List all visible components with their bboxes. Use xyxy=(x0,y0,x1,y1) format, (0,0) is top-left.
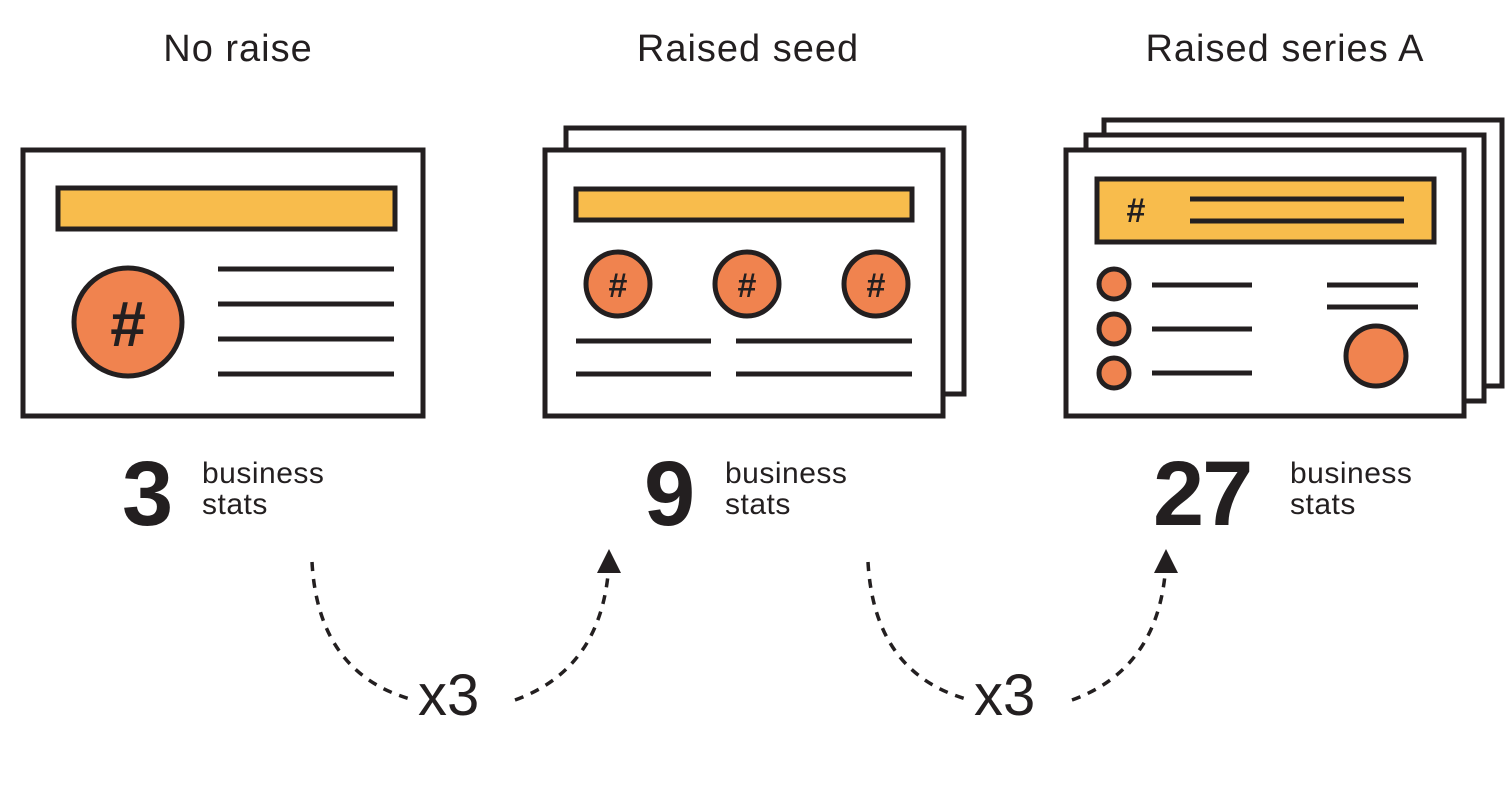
stat-unit-line1: business xyxy=(202,457,325,490)
stat-count-no-raise: 3 xyxy=(122,443,173,545)
stage-title-series-a: Raised series A xyxy=(1145,28,1425,70)
stat-circle-icon xyxy=(1343,323,1409,389)
svg-text:#: # xyxy=(867,267,886,305)
stat-unit-seed: business stats xyxy=(725,458,847,520)
stat-count-seed: 9 xyxy=(644,443,695,545)
stat-unit-line1: business xyxy=(725,457,848,490)
svg-text:#: # xyxy=(738,267,757,305)
svg-text:#: # xyxy=(609,267,628,305)
dashboard-card-series-a: # xyxy=(1063,117,1505,419)
header-bar-icon xyxy=(55,185,398,232)
text-lines-icon xyxy=(218,266,394,377)
multiplier-label-2: x3 xyxy=(974,663,1036,728)
arrowhead-icon xyxy=(1154,549,1178,573)
header-bar-icon xyxy=(573,186,915,223)
stat-unit-line1: business xyxy=(1290,457,1413,490)
multiplier-label-1: x3 xyxy=(418,663,480,728)
stat-unit-line2: stats xyxy=(1290,488,1356,521)
stat-count-series-a: 27 xyxy=(1153,443,1253,545)
arrowhead-icon xyxy=(597,549,621,573)
hash-icon: # xyxy=(110,288,146,360)
bullet-list-icon xyxy=(1096,266,1252,391)
growth-arrow-1 xyxy=(310,549,621,702)
dashboard-card-no-raise: # xyxy=(20,147,426,419)
stage-title-seed: Raised seed xyxy=(636,28,860,70)
header-bar-icon xyxy=(1094,176,1437,245)
hash-icon: # xyxy=(1127,192,1146,230)
stat-circles-icon: # # # xyxy=(583,249,911,319)
dashboard-card-seed: # # # xyxy=(542,125,967,419)
stat-circle-icon xyxy=(71,265,185,379)
stat-unit-line2: stats xyxy=(202,488,268,521)
stage-title-no-raise: No raise xyxy=(163,28,313,70)
growth-arrow-2 xyxy=(866,549,1178,702)
stat-unit-line2: stats xyxy=(725,488,791,521)
text-lines-icon xyxy=(1327,282,1418,310)
text-lines-icon xyxy=(576,338,912,377)
stat-unit-series-a: business stats xyxy=(1290,458,1412,520)
stat-unit-no-raise: business stats xyxy=(202,458,324,520)
